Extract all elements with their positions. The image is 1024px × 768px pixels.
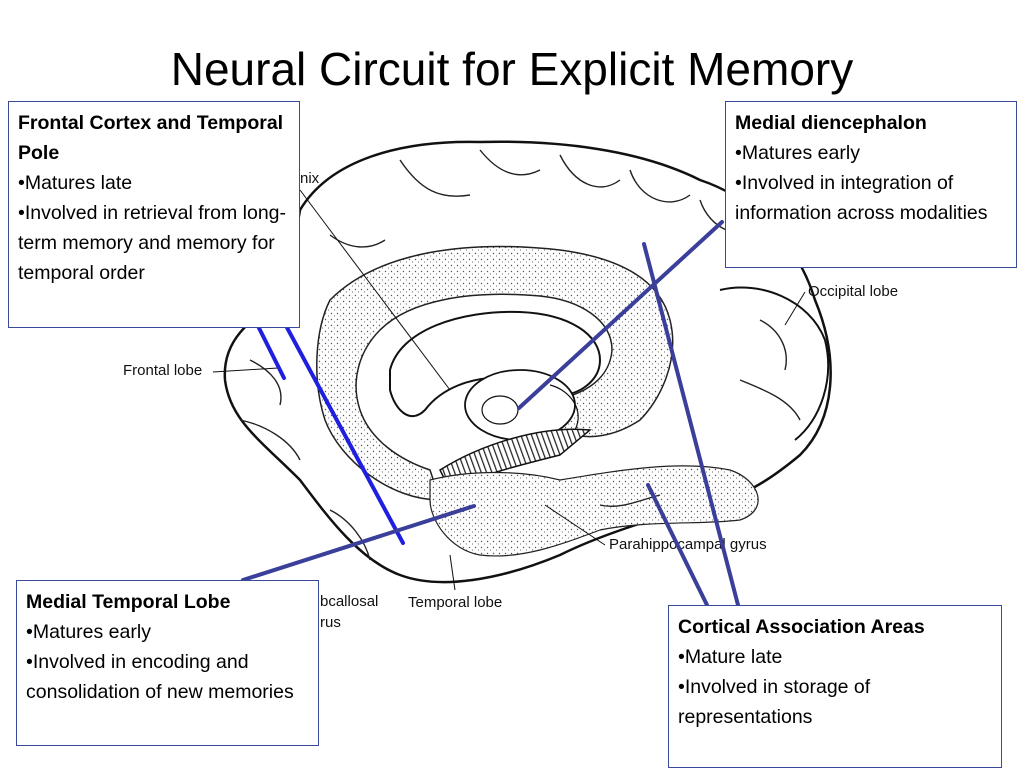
label-leaders: [212, 189, 806, 591]
connector-mtl: [241, 504, 476, 582]
medial-diencephalon-heading: Medial diencephalon: [735, 112, 927, 134]
occipital-region: [719, 286, 830, 441]
frontal-cortex-item: •Matures late: [18, 172, 133, 194]
cortical-association-heading: Cortical Association Areas: [678, 616, 925, 638]
connector-cortical-2: [646, 483, 709, 607]
medial-diencephalon-item: •Involved in integration of information …: [735, 172, 988, 224]
label-frontal-lobe: Frontal lobe: [123, 362, 202, 379]
connector-frontal-2: [268, 294, 405, 545]
connector-lines: [241, 220, 740, 607]
frontal-cortex-box: Frontal Cortex and Temporal Pole •Mature…: [8, 101, 300, 328]
connector-diencephalon: [517, 220, 724, 410]
label-occipital-lobe: Occipital lobe: [808, 283, 898, 300]
label-temporal-lobe: Temporal lobe: [408, 594, 502, 611]
medial-temporal-lobe-box: Medial Temporal Lobe •Matures early •Inv…: [16, 580, 319, 746]
frontal-cortex-heading: Frontal Cortex and Temporal Pole: [18, 112, 284, 164]
cingulate-gyrus: [316, 245, 674, 501]
gyri-lines: [239, 149, 801, 561]
parahippocampal-region: [429, 465, 759, 557]
cortical-association-item: •Mature late: [678, 646, 783, 668]
medial-diencephalon-box: Medial diencephalon •Matures early •Invo…: [725, 101, 1017, 268]
label-parahippocampal-gyrus: Parahippocampal gyrus: [609, 536, 767, 553]
connector-cortical-1: [642, 242, 740, 607]
medial-temporal-lobe-heading: Medial Temporal Lobe: [26, 591, 231, 613]
label-subcallosal: bcallosal: [320, 593, 378, 610]
cortical-association-item: •Involved in storage of representations: [678, 676, 871, 728]
medial-temporal-lobe-item: •Matures early: [26, 621, 151, 643]
cortical-association-box: Cortical Association Areas •Mature late …: [668, 605, 1002, 768]
label-fornix: nix: [300, 170, 320, 187]
medial-diencephalon-item: •Matures early: [735, 142, 860, 164]
medial-temporal-lobe-item: •Involved in encoding and consolidation …: [26, 651, 294, 703]
page-title: Neural Circuit for Explicit Memory: [170, 43, 854, 95]
label-subcallosal-gyrus: rus: [320, 614, 341, 631]
frontal-cortex-item: •Involved in retrieval from long-term me…: [18, 202, 287, 284]
